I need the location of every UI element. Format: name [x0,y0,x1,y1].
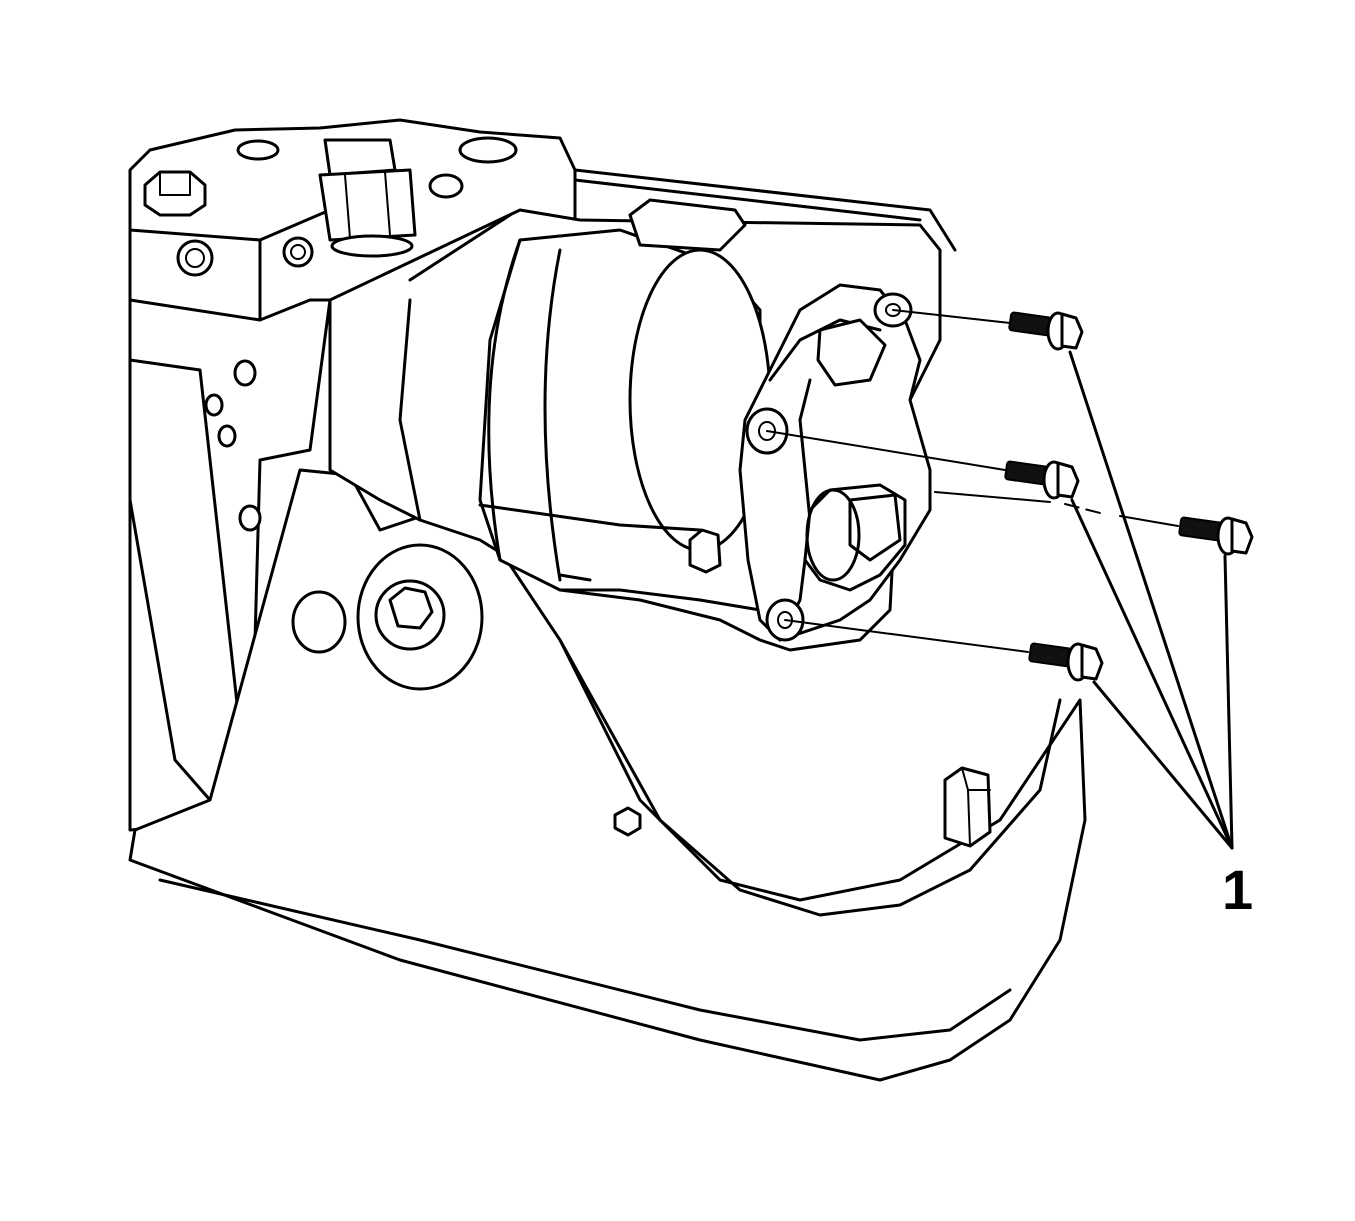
bolt-middle [1004,460,1080,500]
bolt-right [1178,516,1254,556]
callout-number: 1 [1222,858,1254,921]
callout-leader-lines [1068,350,1234,850]
extension-lines [766,309,1179,653]
mounting-bracket [128,468,1087,1082]
valve-block [128,118,577,832]
fastener-bolt-icon [1004,311,1254,682]
bolt-upper [1008,311,1084,351]
bolt-lower [1028,642,1104,682]
end-cover-module [738,283,932,642]
